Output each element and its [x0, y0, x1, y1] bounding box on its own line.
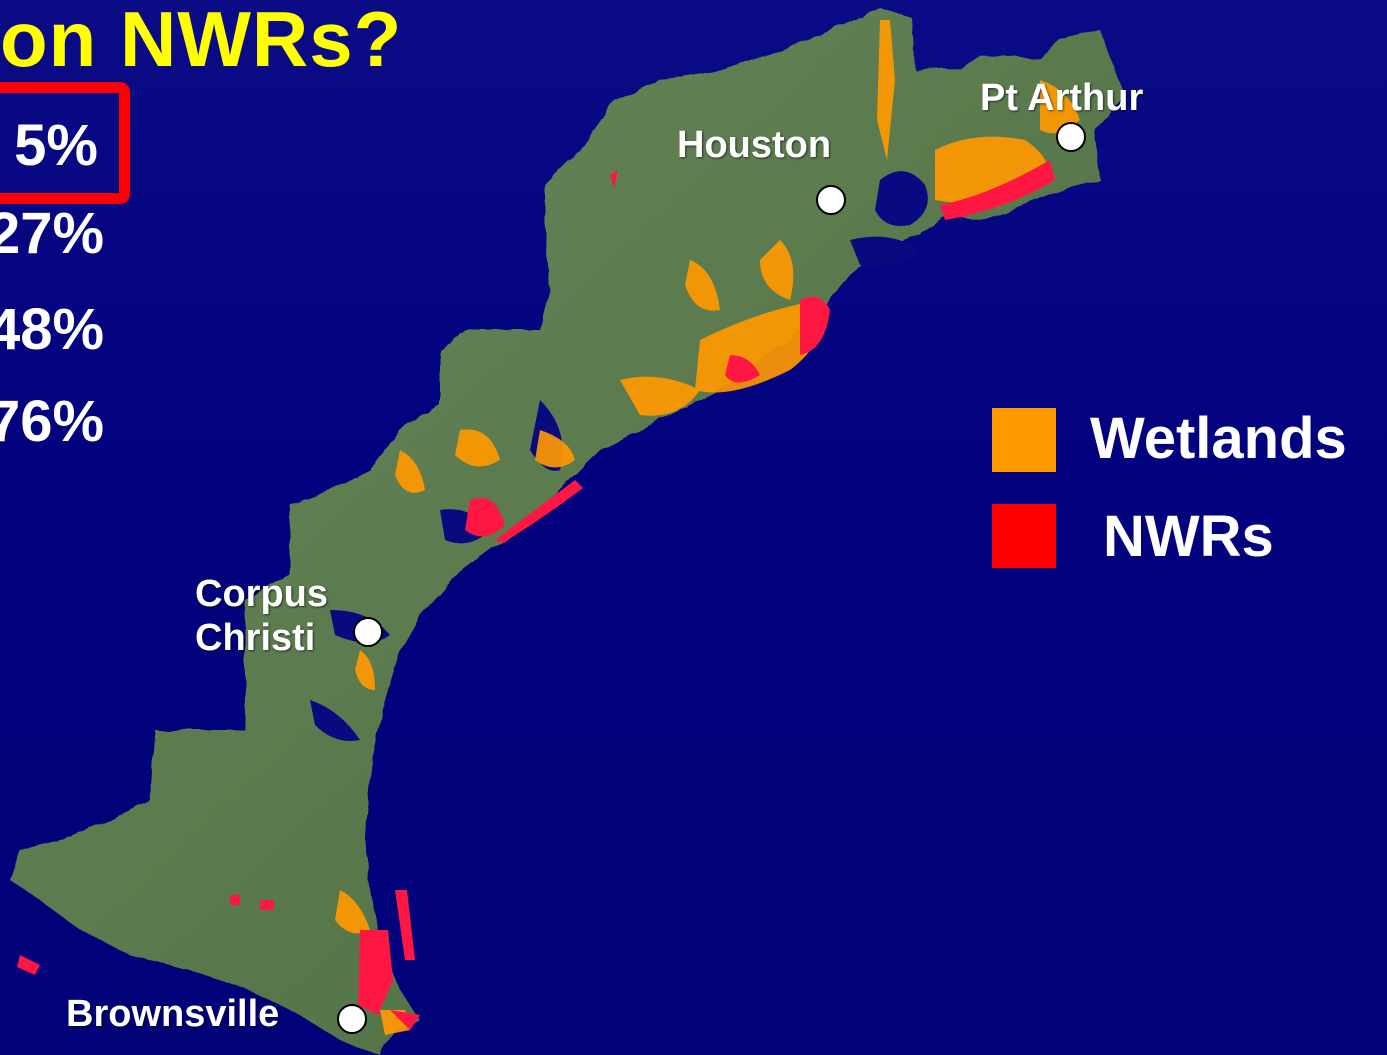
city-label-houston: Houston [677, 124, 832, 166]
city-label-line1: Corpus [195, 573, 328, 615]
legend-label-wetlands: Wetlands [1090, 406, 1347, 471]
legend-swatch-nwrs [992, 504, 1056, 568]
city-marker-houston [816, 185, 846, 215]
city-label-line2: Christi [195, 616, 316, 659]
wetlands-layer [335, 20, 1080, 1035]
city-label-pt-arthur: Pt Arthur [980, 77, 1144, 119]
bay [850, 236, 920, 266]
city-marker-brownsville [337, 1004, 367, 1034]
answer-highlight-box [0, 82, 130, 204]
city-label-brownsville: Brownsville [66, 993, 280, 1035]
percent-option-3: 48% [0, 297, 105, 362]
bay [310, 700, 360, 741]
legend-label-nwrs: NWRs [1103, 504, 1274, 569]
city-marker-pt-arthur [1056, 122, 1086, 152]
city-label-corpus-christi: Corpus Christi [195, 573, 328, 660]
slide-title: on NWRs? [0, 0, 403, 83]
percent-option-1: 5% [14, 113, 98, 178]
percent-option-2: 27% [0, 201, 105, 266]
city-marker-corpus-christi [353, 617, 383, 647]
percent-option-4: 76% [0, 389, 105, 454]
land-area [10, 8, 1125, 1055]
nwr-layer [17, 160, 1055, 1030]
legend-swatch-wetlands [992, 408, 1056, 472]
bay [875, 171, 928, 226]
